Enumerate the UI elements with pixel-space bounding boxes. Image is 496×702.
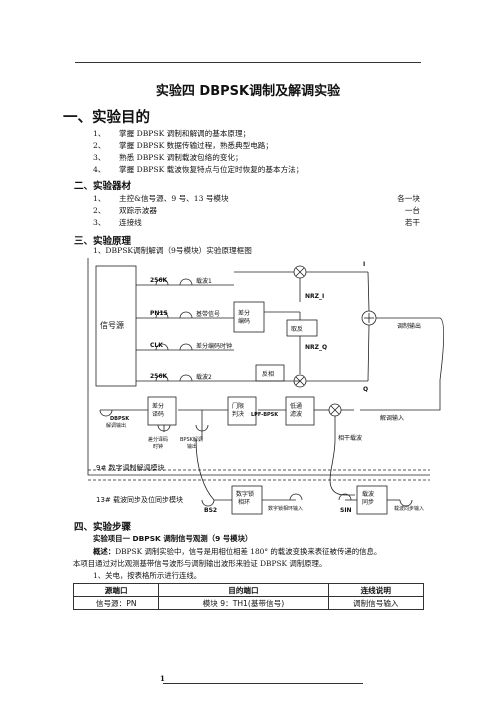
dbpsk-block-diagram: 信号源 256K PN15 CLK 256K 载波1 基带信号 差分编码时钟 载… <box>87 258 445 515</box>
diff-decode-label: 差分译码 <box>152 402 164 418</box>
table-header-row: 源端口 目的端口 连线说明 <box>72 583 425 597</box>
label-nrz-q: NRZ_Q <box>305 344 327 351</box>
section-principle: 三、实验原理 <box>74 236 132 247</box>
objective-3: 3、熟悉 DBPSK 调制载波包络的变化； <box>93 153 243 162</box>
label-256k-a: 256K <box>150 277 168 284</box>
signal-source-label: 信号源 <box>100 320 124 330</box>
connection-table: 源端口 目的端口 连线说明 信号源：PN 模块 9：TH1(基带信号) 调制信号… <box>72 583 425 610</box>
equipment-qty-1: 各一块 <box>397 194 420 203</box>
table-cell-dest: 模块 9：TH1(基带信号) <box>158 596 329 610</box>
invert1-label: 取反 <box>291 325 303 333</box>
label-256k-b: 256K <box>150 373 168 380</box>
objective-1: 1、掌握 DBPSK 调制和解调的基本原理； <box>93 129 251 138</box>
label-coherent: 相干载波 <box>338 434 362 442</box>
equipment-list: 1、主控&信号源、9 号、13 号模块 2、双踪示波器 3、连接线 <box>93 193 229 229</box>
label-mod-out: 调制输出 <box>397 322 421 330</box>
objective-2: 2、掌握 DBPSK 数据传输过程，熟悉典型电路； <box>93 141 273 150</box>
step-1: 1、关电，按表格所示进行连线。 <box>93 571 202 580</box>
objectives-list: 1、掌握 DBPSK 调制和解调的基本原理； 2、掌握 DBPSK 数据传输过程… <box>93 128 303 176</box>
signal-source-box <box>95 265 137 387</box>
label-sin: SIN <box>340 507 352 514</box>
label-bs2: BS2 <box>204 507 217 514</box>
label-carrier2: 载波2 <box>196 373 212 381</box>
section-objectives: 一、实验目的 <box>63 110 150 126</box>
table-row: 信号源：PN 模块 9：TH1(基带信号) 调制信号输入 <box>72 596 425 610</box>
label-cs-in: 载波同步输入 <box>394 505 424 512</box>
overview-line-2: 本项目通过对比观测基带信号波形与调制输出波形来验证 DBPSK 调制原理。 <box>73 559 327 568</box>
label-diffdec-clk: 差分译码时钟 <box>148 436 168 450</box>
table-header-dest: 目的端口 <box>158 583 329 597</box>
equipment-qty-3: 若干 <box>404 218 420 227</box>
label-baseband: 基带信号 <box>196 310 220 318</box>
label-module13: 13# 载波同步及位同步模块 <box>96 495 183 504</box>
equipment-3: 3、连接线 <box>93 218 142 227</box>
equipment-2: 2、双踪示波器 <box>93 206 157 215</box>
page-number: 1 <box>160 674 165 683</box>
lpf-label: 低通滤波 <box>290 402 302 418</box>
table-cell-desc: 调制信号输入 <box>327 596 425 610</box>
label-nrz-i: NRZ_I <box>305 293 324 300</box>
dpll-label: 数字锁相环 <box>236 490 254 506</box>
project1-title: 实验项目一 DBPSK 调制信号观测（9 号模块） <box>93 534 253 543</box>
principle-caption: 1、DBPSK调制解调（9号模块）实验原理框图 <box>93 246 252 255</box>
label-module9: 9# 数字调制解调模块 <box>96 463 165 472</box>
overview-line-1: 概述：DBPSK 调制实验中，信号是用相位相差 180° 的载波变换来表征被传递… <box>93 547 382 556</box>
equipment-quantities: 各一块 一台 若干 <box>380 193 420 229</box>
label-i: I <box>363 261 365 268</box>
page-title: 实验四 DBPSK调制及解调实验 <box>155 84 341 99</box>
label-dpll-in: 数字锁相环输入 <box>268 505 303 512</box>
overview-label: 概述： <box>93 547 116 556</box>
label-bpsk-out: BPSK解调输出 <box>180 436 203 450</box>
header-rule <box>75 62 421 63</box>
label-carrier1: 载波1 <box>196 277 212 285</box>
section-steps: 四、实验步骤 <box>74 522 132 533</box>
carrier-sync-label: 载波同步 <box>362 490 374 506</box>
table-cell-source: 信号源：PN <box>72 596 160 610</box>
footer-rule <box>163 683 363 684</box>
label-diff-clk: 差分编码时钟 <box>196 342 232 350</box>
label-q: Q <box>363 386 368 393</box>
threshold-label: 门限判决 <box>232 402 244 418</box>
section-equipment: 二、实验器材 <box>74 181 132 192</box>
label-lpf-bpsk: LPF-BPSK <box>251 412 279 418</box>
equipment-qty-2: 一台 <box>404 206 420 215</box>
label-demod-in: 解调输入 <box>380 414 404 422</box>
table-header-desc: 连线说明 <box>327 583 425 597</box>
diff-encode-label: 差分编码 <box>238 309 250 325</box>
label-clk: CLK <box>150 342 163 349</box>
equipment-1: 1、主控&信号源、9 号、13 号模块 <box>93 194 229 203</box>
table-header-source: 源端口 <box>72 583 160 597</box>
objective-4: 4、掌握 DBPSK 载波恢复特点与位定时恢复的基本方法； <box>93 165 304 174</box>
label-pn15: PN15 <box>150 310 168 317</box>
invert2-label: 反相 <box>262 370 274 378</box>
